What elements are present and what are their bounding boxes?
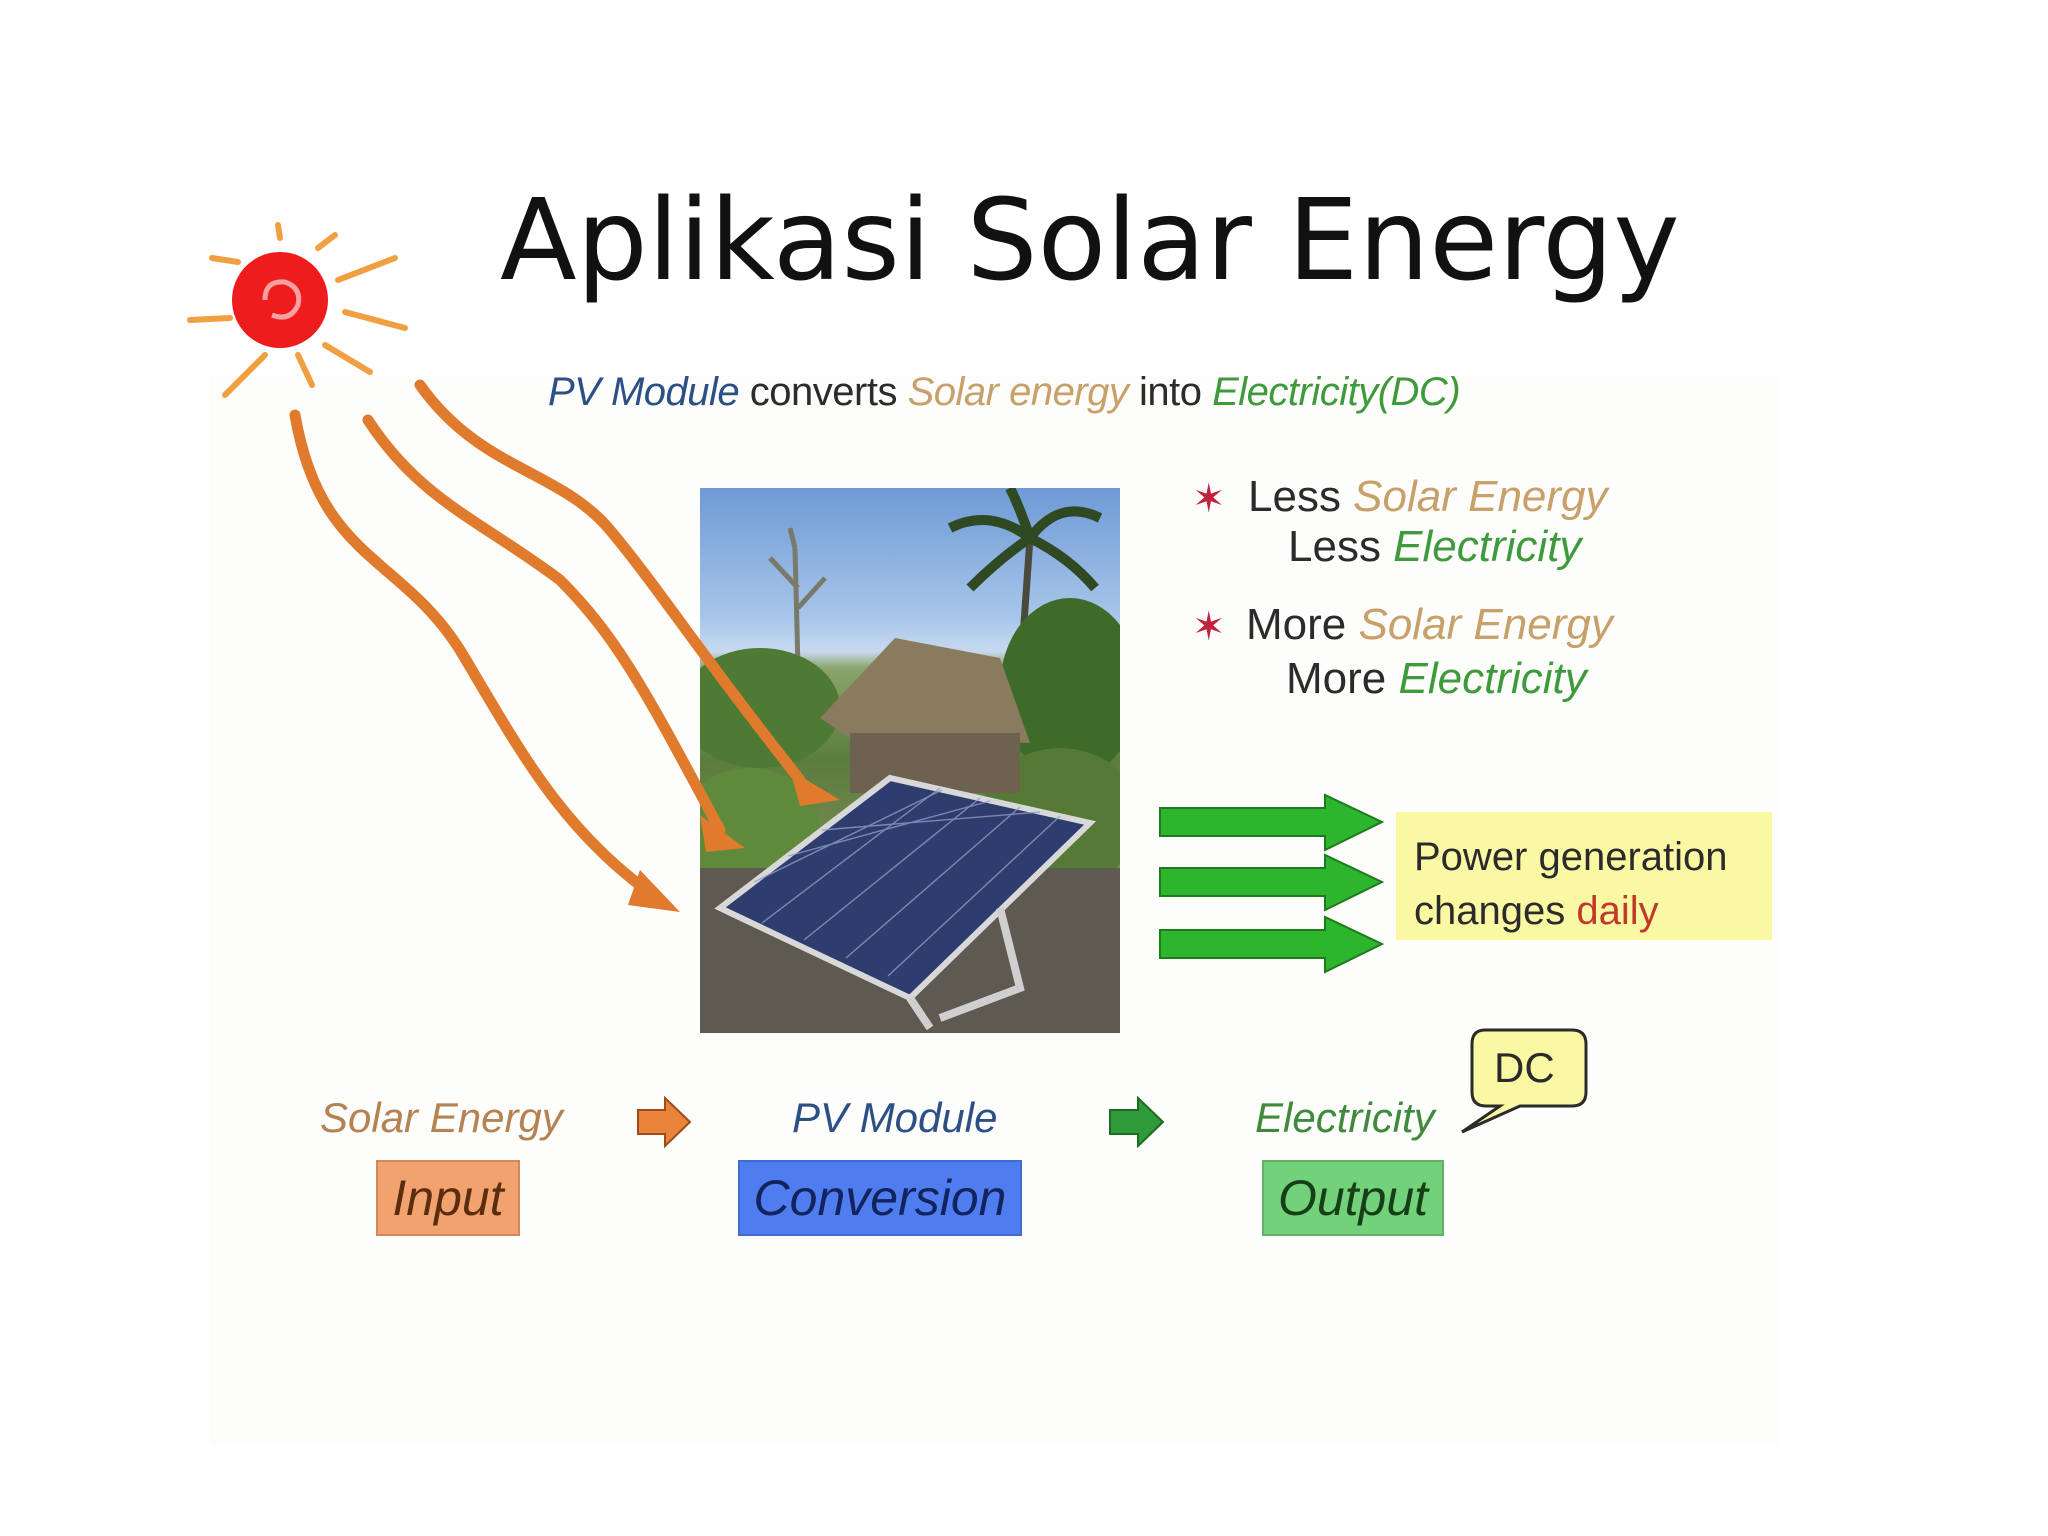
bullet-1-line-2: Less Electricity: [1288, 522, 1582, 571]
headline-solar-energy: Solar energy: [907, 370, 1129, 414]
bullet-2-line-2: More Electricity: [1286, 654, 1587, 703]
headline-electricity: Electricity(DC): [1212, 370, 1461, 414]
power-generation-note: Power generation changes daily: [1396, 812, 1772, 940]
solar-panel-photo: [700, 488, 1120, 1033]
arrow-right-icon: [1109, 1095, 1165, 1149]
headline-converts: converts: [739, 370, 908, 414]
conversion-box: Conversion: [738, 1160, 1022, 1236]
slide-title: Aplikasi Solar Energy: [500, 176, 1680, 306]
power-note-line-2: changes daily: [1414, 889, 1659, 933]
input-box: Input: [376, 1160, 520, 1236]
output-arrows: [1159, 793, 1385, 974]
power-note-line-1: Power generation: [1414, 835, 1728, 879]
solar-panel-illustration: [700, 488, 1120, 1033]
arrow-right-icon: [637, 1095, 692, 1149]
bullet-2-line-1: More Solar Energy: [1246, 600, 1613, 649]
ray-arrowheads: [628, 770, 840, 912]
sun-icon: [187, 222, 408, 398]
diagram-headline: PV Module converts Solar energy into Ele…: [548, 370, 1461, 415]
bullet-1-line-1: Less Solar Energy: [1248, 472, 1608, 521]
flow-conversion-label: PV Module: [792, 1094, 998, 1141]
star-icon: ✶: [1192, 605, 1226, 649]
dc-callout-text: DC: [1494, 1044, 1555, 1091]
headline-into: into: [1128, 370, 1213, 414]
star-icon: ✶: [1192, 477, 1226, 521]
output-box: Output: [1262, 1160, 1444, 1236]
headline-pv-module: PV Module: [548, 370, 740, 414]
sun-rays: [289, 379, 806, 906]
flow-output-label: Electricity: [1255, 1094, 1435, 1141]
flow-input-label: Solar Energy: [320, 1094, 563, 1141]
dc-callout-bubble: [1461, 1028, 1588, 1134]
